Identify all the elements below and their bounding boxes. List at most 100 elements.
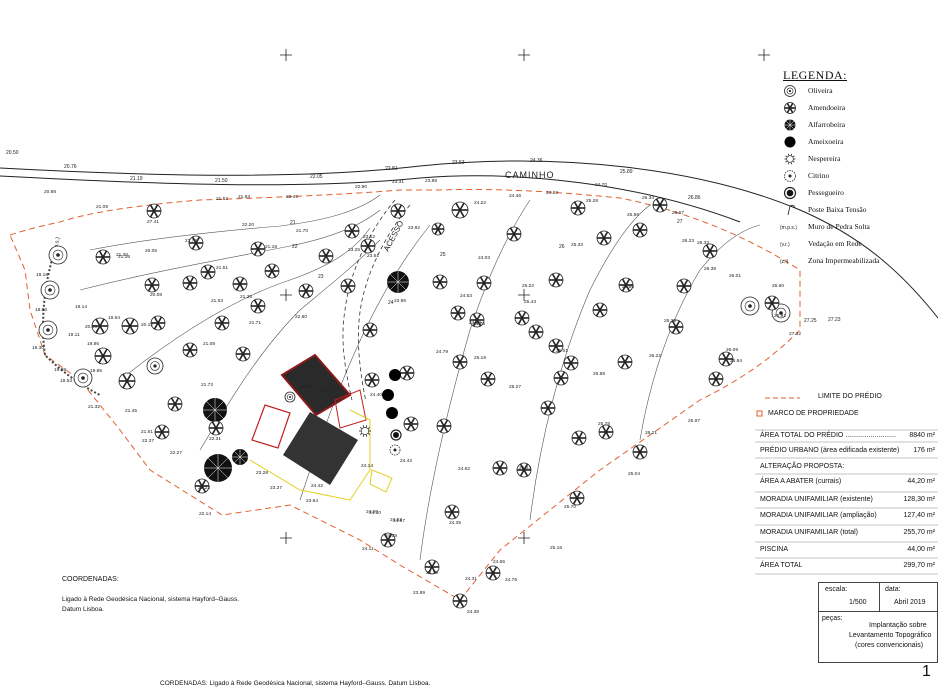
almond-tree — [570, 200, 586, 216]
almond-tree — [632, 222, 648, 238]
spot-elevation: 21.32 — [88, 404, 100, 410]
almond-tree-icon — [784, 102, 796, 114]
carob-tree — [387, 271, 409, 293]
alteration-title: ALTERAÇÃO PROPOSTA: — [760, 463, 845, 470]
almond-tree — [480, 371, 496, 387]
spot-elevation: 24.38 — [467, 609, 479, 615]
spot-elevation: 24.20 — [426, 570, 438, 576]
spot-elevation: 25.86 — [622, 284, 634, 290]
almond-tree — [708, 371, 724, 387]
spot-elevation: 25.28 — [586, 198, 598, 204]
almond-tree — [718, 351, 734, 367]
spot-elevation: 23.61 — [367, 253, 379, 259]
legend-item-label: Pessegueiro — [808, 188, 844, 197]
access-path — [342, 199, 411, 403]
access-label: ACESSO — [382, 219, 406, 253]
spot-elevation: 24.88 — [469, 320, 481, 326]
legend-item-label: Nespereira — [808, 154, 841, 163]
almond-tree — [264, 263, 280, 279]
sheet-number: 1 — [922, 663, 931, 680]
date-box: data: Abril 2019 — [879, 582, 938, 612]
spot-elevation: 25.22 — [522, 283, 534, 289]
almond-tree — [431, 222, 445, 236]
stone-wall-icon: (m.p.s.) — [780, 225, 797, 231]
spot-elevation: 22.59 — [300, 384, 312, 390]
peach-tree — [390, 429, 402, 441]
almond-tree — [167, 396, 183, 412]
svg-text:(v.r.): (v.r.) — [780, 242, 790, 248]
spot-elevation: 21.53 — [211, 298, 223, 304]
impermeable-zone — [249, 409, 371, 501]
spot-elevation: 25.16 — [550, 545, 562, 551]
spot-elevation: 22.23 — [198, 485, 210, 491]
spot-elevation: 25.01 — [556, 348, 568, 354]
olive-tree — [48, 245, 68, 265]
alteration-row: ÁREA A ABATER (currais)44,20 m² — [760, 478, 935, 485]
almond-tree — [617, 354, 633, 370]
spot-elevation: 22.80 — [295, 314, 307, 320]
almond-tree — [250, 241, 266, 257]
spot-elevation: 26.81 — [774, 313, 786, 319]
spot-elevation: 24.14 — [361, 463, 373, 469]
coordinates-title: COORDENADAS: — [62, 576, 119, 583]
spot-elevation: 27.32 — [789, 331, 801, 337]
almond-tree — [340, 278, 356, 294]
alteration-row: MORADIA UNIFAMILIAR (existente)128,30 m² — [760, 496, 935, 503]
almond-tree — [91, 317, 109, 335]
legend-item-label: Poste Baixa Tensão — [808, 205, 867, 214]
property-marker-label: MARCO DE PROPRIEDADE — [768, 410, 859, 417]
almond-tree — [469, 312, 485, 328]
spot-elevation: 20.88 — [44, 189, 56, 195]
almond-tree — [553, 370, 569, 386]
almond-tree — [182, 342, 198, 358]
almond-tree — [548, 338, 564, 354]
legend-item-label: Muro de Pedra Solta — [808, 222, 870, 231]
house-extension — [283, 412, 358, 485]
legend-item-label: Oliveira — [808, 86, 833, 95]
olive-tree-icon — [784, 85, 796, 97]
almond-tree — [452, 593, 468, 609]
spot-elevation: 18.53 — [60, 378, 72, 384]
almond-tree — [492, 460, 508, 476]
spot-elevation: 25.56 — [627, 212, 639, 218]
spot-elevation: 26.34 — [642, 195, 654, 201]
almond-tree — [380, 532, 396, 548]
spot-elevation: 21.70 — [296, 228, 308, 234]
spot-elevation: 24.03 — [478, 255, 490, 261]
almond-tree — [528, 324, 544, 340]
spot-elevation: 22.45 — [286, 194, 298, 200]
almond-tree — [298, 283, 314, 299]
almond-tree — [563, 355, 579, 371]
almond-tree — [232, 276, 248, 292]
spot-elevation: 26.60 — [772, 283, 784, 289]
legend-item-label: Vedação em Rede — [808, 239, 862, 248]
almond-tree — [95, 249, 111, 265]
almond-tree — [632, 444, 648, 460]
carob-tree — [232, 449, 248, 465]
almond-tree — [451, 201, 469, 219]
almond-tree — [514, 310, 530, 326]
spot-elevation: 21.35 — [240, 294, 252, 300]
almond-tree — [235, 346, 251, 362]
plum-tree-icon — [784, 136, 796, 148]
almond-tree — [571, 430, 587, 446]
almond-tree — [182, 275, 198, 291]
spot-elevation: 21.93 — [238, 194, 250, 200]
olive-tree — [40, 280, 60, 300]
almond-tree — [652, 197, 668, 213]
svg-text:(m.p.s.): (m.p.s.) — [780, 225, 797, 231]
spot-elevation: 21.73 — [201, 382, 213, 388]
spot-elevation: 22.14 — [199, 511, 211, 517]
spot-elevation: 23.64 — [306, 498, 318, 504]
olive-tree — [284, 391, 296, 403]
spot-elevation: 24.70 — [595, 182, 607, 188]
spot-elevation: 25.70 — [564, 504, 576, 510]
plum-tree — [382, 389, 394, 401]
spot-elevation: 23.31 — [392, 179, 404, 185]
almond-tree — [668, 319, 684, 335]
legend-item-label: Amendoeira — [808, 103, 846, 112]
spot-elevation: 27.41 — [147, 219, 159, 225]
spot-elevation: 24.31 — [465, 576, 477, 582]
